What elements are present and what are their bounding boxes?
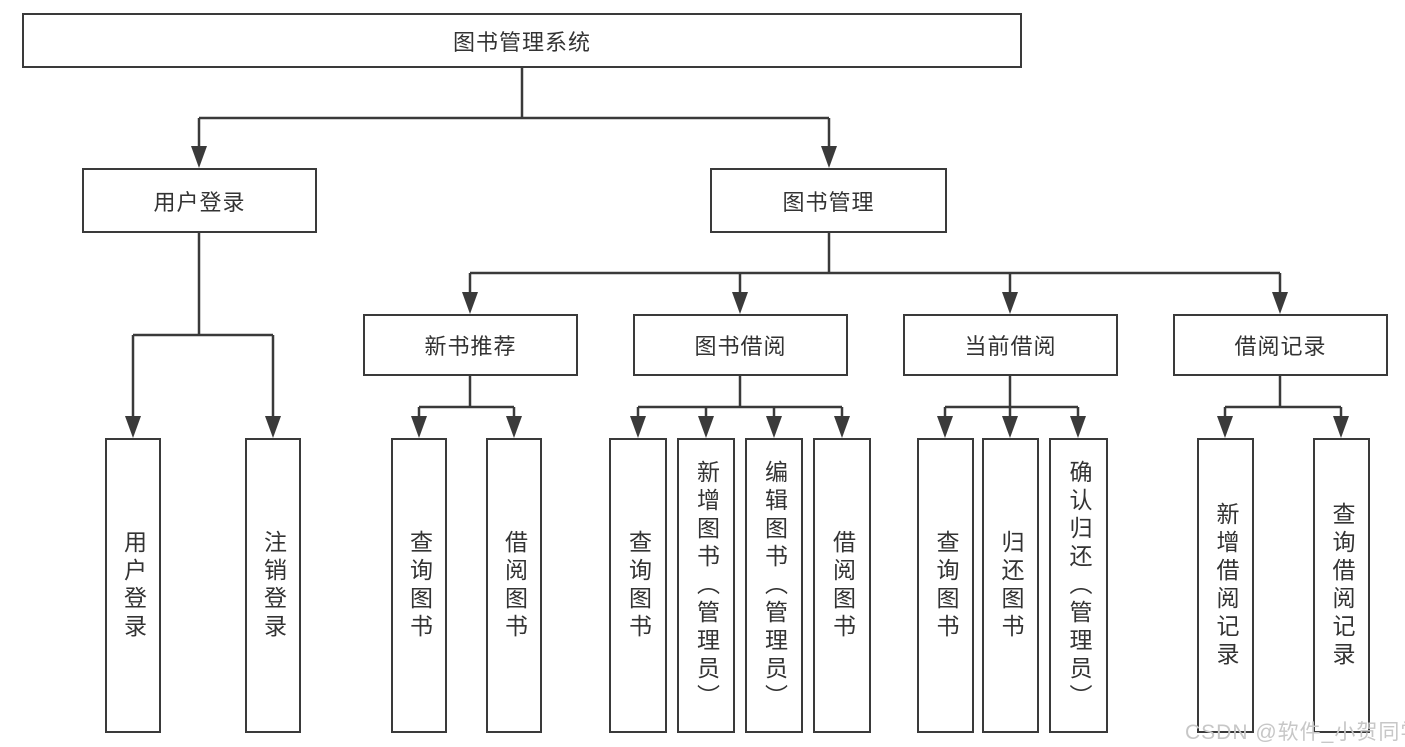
- node-book-management: 图书管理: [710, 168, 947, 233]
- connector-borrow-to-leaves: [630, 376, 850, 438]
- node-borrowing-records: 借阅记录: [1173, 314, 1388, 376]
- leaf-confirm-return-admin: 确认归还（管理员）: [1049, 438, 1108, 733]
- connector-root-to-level1: [191, 68, 837, 168]
- leaf-query-books-3: 查询图书: [917, 438, 974, 733]
- leaf-logout: 注销登录: [245, 438, 301, 733]
- leaf-query-borrow-record: 查询借阅记录: [1313, 438, 1370, 733]
- csdn-watermark: CSDN @软件_小贺同学: [1185, 721, 1405, 744]
- leaf-borrow-books-2: 借阅图书: [813, 438, 871, 733]
- leaf-add-books-admin: 新增图书（管理员）: [677, 438, 735, 733]
- leaf-borrow-books-1: 借阅图书: [486, 438, 542, 733]
- leaf-add-borrow-record: 新增借阅记录: [1197, 438, 1254, 733]
- node-user-login: 用户登录: [82, 168, 317, 233]
- leaf-query-books-1: 查询图书: [391, 438, 447, 733]
- node-library-system: 图书管理系统: [22, 13, 1022, 68]
- connector-newbook-to-leaves: [411, 376, 522, 438]
- node-current-borrowing: 当前借阅: [903, 314, 1118, 376]
- node-book-borrowing: 图书借阅: [633, 314, 848, 376]
- connector-records-to-leaves: [1217, 376, 1349, 438]
- connector-current-to-leaves: [937, 376, 1086, 438]
- leaf-user-login: 用户登录: [105, 438, 161, 733]
- leaf-edit-books-admin: 编辑图书（管理员）: [745, 438, 803, 733]
- leaf-query-books-2: 查询图书: [609, 438, 667, 733]
- connector-book-mgmt-to-level2: [462, 233, 1288, 314]
- connector-login-to-leaves: [125, 233, 281, 438]
- leaf-return-books: 归还图书: [982, 438, 1039, 733]
- node-new-book-recommend: 新书推荐: [363, 314, 578, 376]
